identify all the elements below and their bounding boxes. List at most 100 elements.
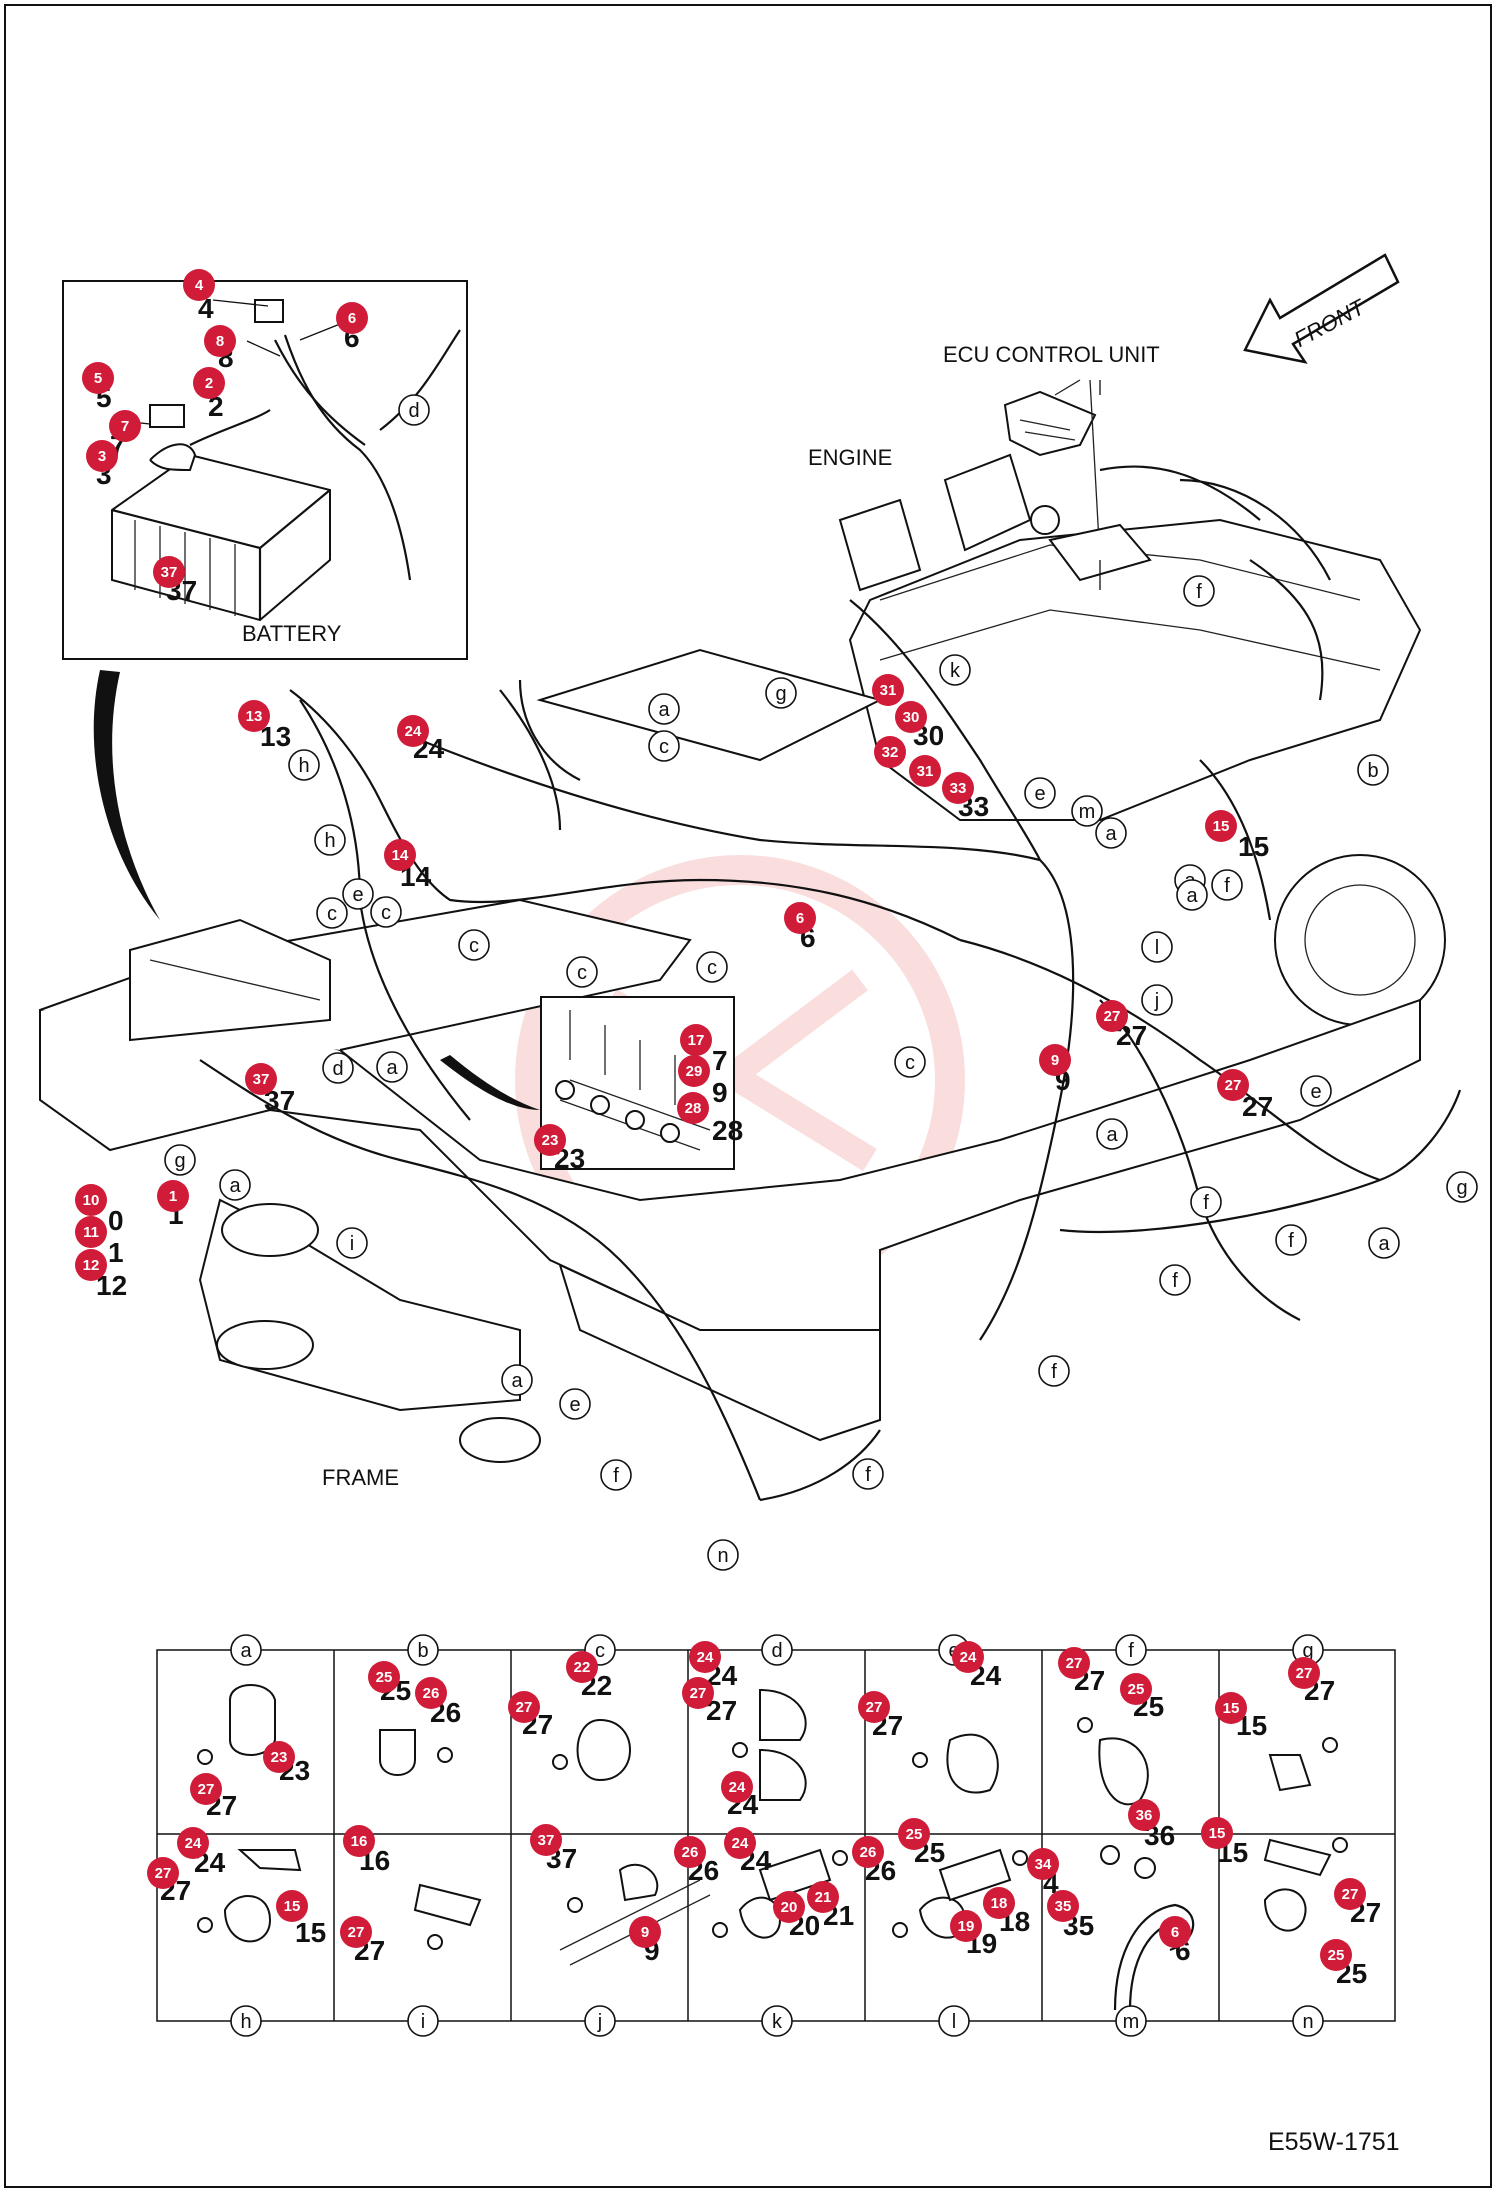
svg-text:c: c — [469, 935, 479, 957]
detail-parts — [197, 1684, 1348, 2011]
detail-h-badge-27: 27 — [147, 1857, 179, 1889]
part-badge-11: 11 — [75, 1216, 107, 1248]
svg-text:24: 24 — [697, 1649, 714, 1666]
part-badge-7: 7 — [109, 410, 141, 442]
svg-text:15: 15 — [1209, 1825, 1226, 1842]
detail-label-h: h — [230, 2005, 262, 2037]
detail-k-badge-24: 24 — [724, 1827, 756, 1859]
svg-text:27: 27 — [1296, 1665, 1313, 1682]
part-badge-30: 30 — [895, 701, 927, 733]
svg-text:26: 26 — [860, 1844, 877, 1861]
part-badge-31: 31 — [872, 674, 904, 706]
part-badge-31: 31 — [909, 755, 941, 787]
svg-text:c: c — [595, 1640, 605, 1662]
svg-text:f: f — [613, 1465, 619, 1487]
svg-text:27: 27 — [516, 1699, 533, 1716]
svg-text:a: a — [240, 1640, 252, 1662]
svg-text:i: i — [421, 2011, 425, 2033]
battery-inset — [62, 280, 468, 660]
svg-text:7: 7 — [121, 418, 129, 435]
detail-d-badge-24: 24 — [721, 1771, 753, 1803]
svg-text:a: a — [1186, 885, 1198, 907]
callout-j: j — [1141, 984, 1173, 1016]
detail-label-b: b — [407, 1634, 439, 1666]
callout-e: e — [342, 878, 374, 910]
detail-e-badge-27: 27 — [858, 1691, 890, 1723]
detail-e-badge-24: 24 — [952, 1641, 984, 1673]
svg-text:j: j — [1154, 990, 1159, 1012]
svg-text:g: g — [1302, 1640, 1313, 1662]
part-badge-17: 17 — [680, 1024, 712, 1056]
svg-text:37: 37 — [161, 564, 178, 581]
connector-inset-parts — [555, 1010, 711, 1151]
callout-f: f — [1190, 1186, 1222, 1218]
detail-l-badge-26: 26 — [852, 1836, 884, 1868]
detail-l-badge-25: 25 — [898, 1818, 930, 1850]
svg-text:g: g — [174, 1150, 185, 1172]
detail-k-badge-20: 20 — [773, 1891, 805, 1923]
part-number-1: 1 — [108, 1237, 124, 1268]
svg-text:b: b — [1367, 760, 1378, 782]
part-number-15: 15 — [1238, 831, 1269, 862]
part-badge-13: 13 — [238, 700, 270, 732]
svg-text:e: e — [1310, 1081, 1321, 1103]
detail-i-badge-16: 16 — [343, 1825, 375, 1857]
svg-text:f: f — [1128, 1640, 1134, 1662]
detail-label-n: n — [1292, 2005, 1324, 2037]
svg-text:1: 1 — [169, 1188, 177, 1205]
detail-label-k: k — [761, 2005, 793, 2037]
detail-k-badge-26: 26 — [674, 1836, 706, 1868]
svg-text:11: 11 — [83, 1224, 99, 1241]
svg-text:c: c — [327, 903, 337, 925]
svg-text:24: 24 — [405, 723, 422, 740]
detail-label-f: f — [1115, 1634, 1147, 1666]
detail-i-badge-27: 27 — [340, 1916, 372, 1948]
part-badge-9: 9 — [1039, 1044, 1071, 1076]
svg-text:32: 32 — [882, 744, 899, 761]
part-badge-29: 29 — [678, 1055, 710, 1087]
svg-text:c: c — [381, 902, 391, 924]
svg-text:e: e — [352, 884, 363, 906]
callout-n: n — [707, 1539, 739, 1571]
callout-d: d — [398, 394, 430, 426]
callout-g: g — [1446, 1171, 1478, 1203]
part-badge-37: 37 — [245, 1063, 277, 1095]
detail-layer: abcdefghijklmn23272327252625262227222724… — [147, 1634, 1381, 2037]
detail-l-badge-18: 18 — [983, 1887, 1015, 1919]
svg-text:25: 25 — [376, 1669, 393, 1686]
svg-text:a: a — [386, 1057, 398, 1079]
svg-text:g: g — [1456, 1177, 1467, 1199]
part-badge-28: 28 — [677, 1092, 709, 1124]
callout-f: f — [1159, 1264, 1191, 1296]
svg-text:g: g — [775, 683, 786, 705]
part-badge-5: 5 — [82, 362, 114, 394]
svg-text:i: i — [350, 1233, 354, 1255]
svg-text:26: 26 — [423, 1685, 440, 1702]
detail-n-badge-27: 27 — [1334, 1878, 1366, 1910]
svg-text:6: 6 — [348, 310, 356, 327]
svg-text:6: 6 — [1171, 1924, 1179, 1941]
svg-text:k: k — [950, 660, 961, 682]
svg-text:21: 21 — [815, 1889, 832, 1906]
svg-text:k: k — [772, 2011, 783, 2033]
svg-text:c: c — [577, 962, 587, 984]
part-badge-15: 15 — [1205, 810, 1237, 842]
svg-text:a: a — [511, 1370, 523, 1392]
detail-m-badge-36: 36 — [1128, 1799, 1160, 1831]
svg-text:c: c — [707, 957, 717, 979]
callout-l: l — [1141, 931, 1173, 963]
svg-text:a: a — [1378, 1233, 1390, 1255]
callout-f: f — [1183, 575, 1215, 607]
detail-m-badge-34: 34 — [1027, 1848, 1059, 1880]
detail-c-badge-27: 27 — [508, 1691, 540, 1723]
svg-text:27: 27 — [690, 1685, 707, 1702]
svg-text:15: 15 — [1223, 1700, 1240, 1717]
svg-text:c: c — [905, 1052, 915, 1074]
svg-text:f: f — [1224, 875, 1230, 897]
part-number-9: 9 — [712, 1077, 728, 1108]
callout-d: d — [322, 1052, 354, 1084]
detail-label-a: a — [230, 1634, 262, 1666]
part-badge-37: 37 — [153, 556, 185, 588]
